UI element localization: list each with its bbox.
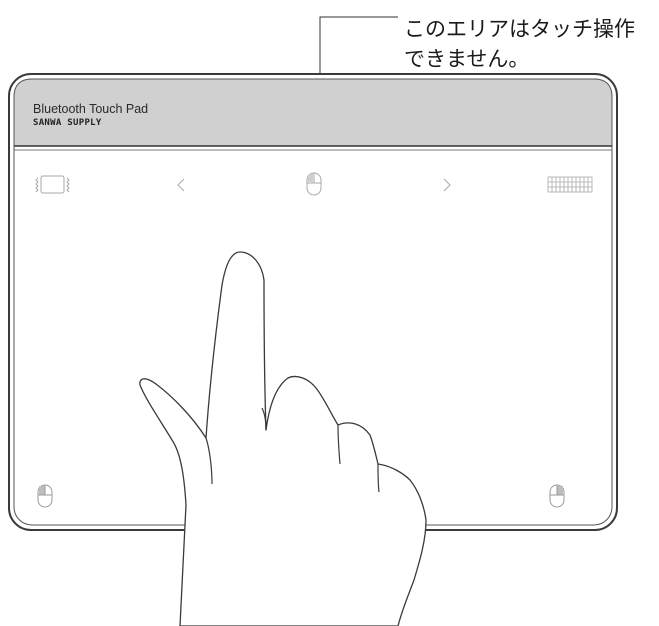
thumb-crease: [205, 437, 213, 485]
chevron-left-icon: [177, 178, 185, 192]
keyboard-icon: [547, 176, 593, 193]
device-label: Bluetooth Touch Pad SANWA SUPPLY: [33, 102, 148, 129]
finger-crease-1: [261, 407, 267, 431]
screen-zoom-icon: [35, 175, 70, 194]
non-touch-area-callout: このエリアはタッチ操作 できません。: [404, 14, 635, 74]
device-title: Bluetooth Touch Pad: [33, 102, 149, 116]
hand-outline: [139, 251, 427, 626]
callout-line-1: このエリアはタッチ操作: [404, 17, 635, 41]
finger-crease-3: [377, 463, 380, 493]
mouse-left-button-icon: [37, 484, 53, 508]
mouse-right-button-icon: [549, 484, 565, 508]
mouse-icon: [306, 172, 322, 196]
finger-crease-2: [337, 424, 341, 465]
brand-logo: SANWA SUPPLY: [33, 118, 102, 128]
non-touch-header-band: [13, 78, 613, 147]
chevron-right-icon: [443, 178, 451, 192]
callout-line-2: できません。: [404, 47, 530, 71]
hand-illustration: [139, 251, 427, 626]
